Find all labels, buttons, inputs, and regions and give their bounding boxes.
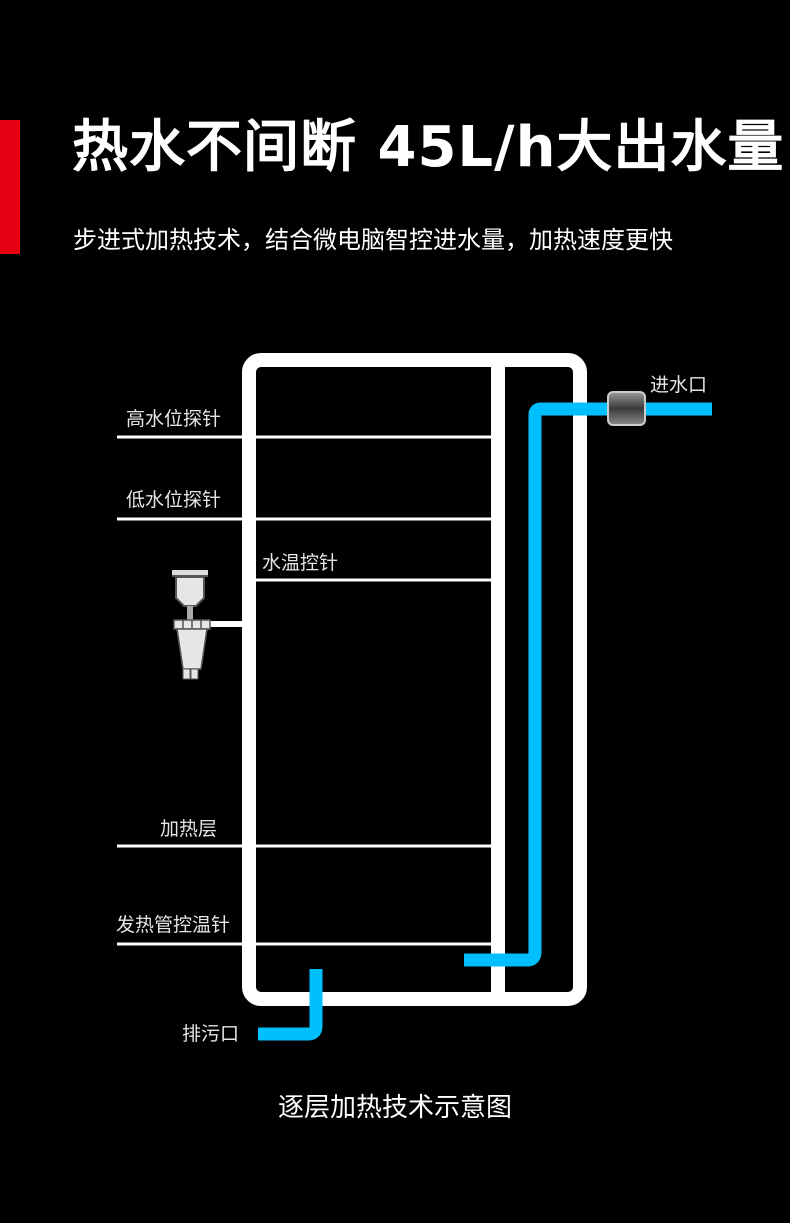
inlet-pipe (464, 402, 712, 967)
label-heating-layer: 加热层 (160, 818, 218, 840)
faucet-icon (172, 570, 211, 680)
label-heater-temp-probe: 发热管控温针 (116, 914, 231, 936)
tank-outer-wall (242, 353, 587, 1006)
label-drain: 排污口 (182, 1023, 240, 1045)
label-inlet: 进水口 (650, 374, 708, 396)
accent-bar (0, 120, 20, 254)
drain-pipe (258, 969, 323, 1041)
tank-divider (491, 360, 505, 999)
outlet-pipe (210, 621, 244, 627)
page-title: 热水不间断 45L/h大出水量 (72, 115, 785, 180)
label-water-temp-probe: 水温控针 (262, 552, 339, 574)
inlet-valve-icon (607, 391, 646, 426)
diagram-caption: 逐层加热技术示意图 (277, 1093, 512, 1123)
page-subtitle: 步进式加热技术，结合微电脑智控进水量，加热速度更快 (73, 226, 673, 254)
label-high-water-probe: 高水位探针 (126, 408, 222, 430)
label-low-water-probe: 低水位探针 (126, 489, 222, 511)
